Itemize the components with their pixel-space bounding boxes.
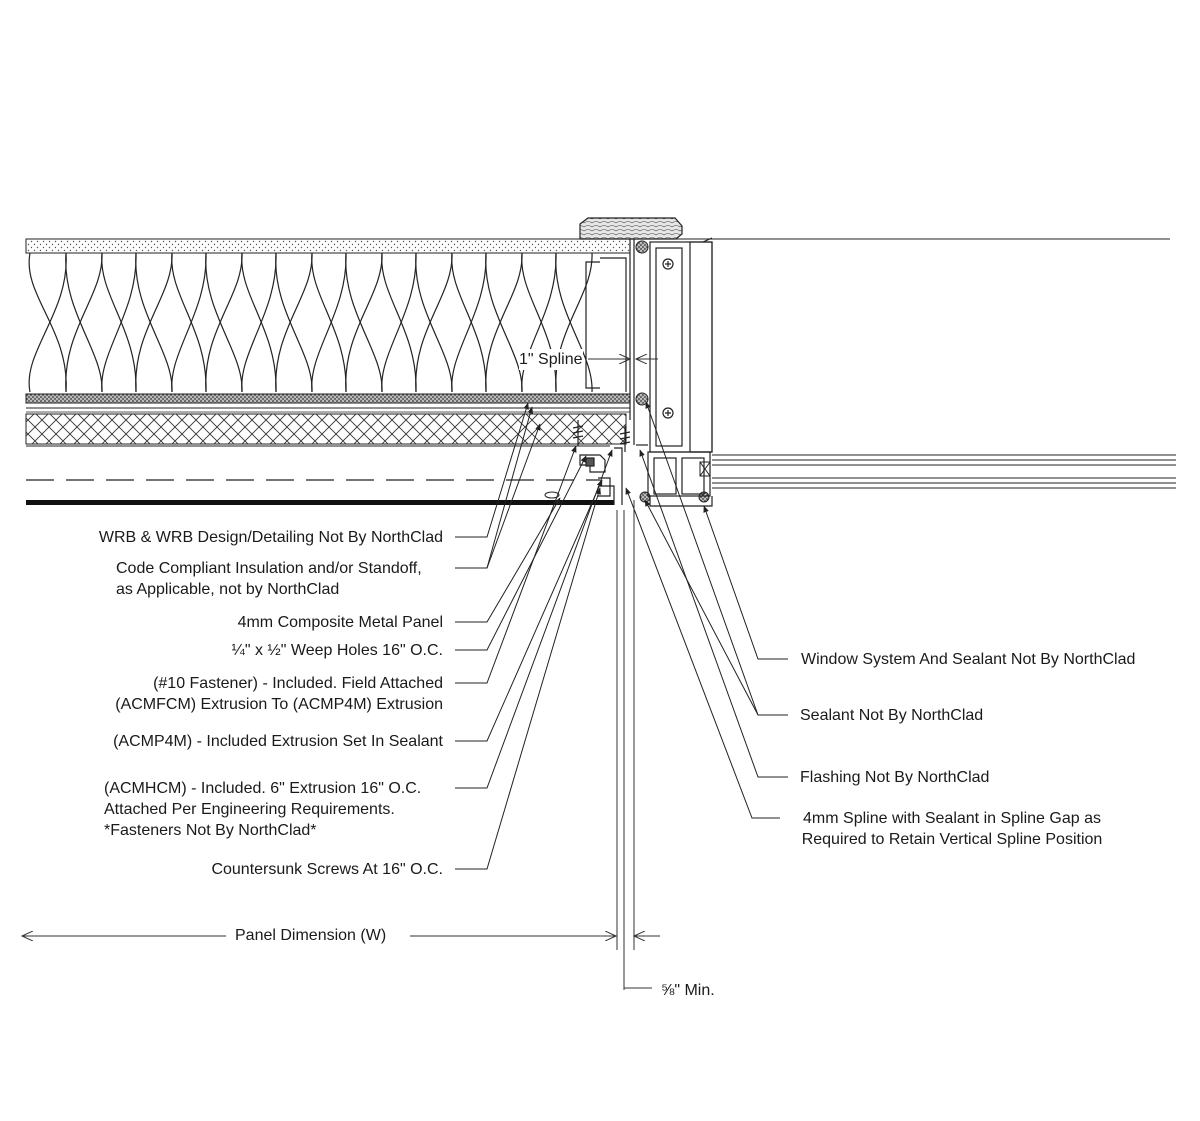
insulation-label: Code Compliant Insulation and/or Standof… [116,558,422,600]
wood-blocking [579,217,683,240]
weep-holes-label: ¼" x ½" Weep Holes 16" O.C. [231,640,443,661]
sealant-label: Sealant Not By NorthClad [800,707,984,724]
exterior-insulation [25,413,627,445]
glazing-unit [699,454,1176,489]
batt-insulation [28,252,593,393]
flashing-label: Flashing Not By NorthClad [800,769,990,786]
window-system-label: Window System And Sealant Not By NorthCl… [801,651,1136,668]
acmp4m-label: (ACMP4M) - Included Extrusion Set In Sea… [113,733,443,750]
min-rest: " Min. [674,982,715,999]
min-label: ⅝" Min. [661,980,715,1001]
fastener-label: (#10 Fastener) - Included. Field Attache… [115,673,443,715]
spline-label: 1" Spline [519,349,583,370]
panel-dimension-label: Panel Dimension (W) [235,927,387,944]
spline-4mm-line-2: Required to Retain Vertical Spline Posit… [801,831,1103,848]
fastener-icons [572,420,631,452]
composite-metal-panel [26,491,614,505]
min-fraction: ⅝ [661,982,675,999]
fastener-label-line-1: (#10 Fastener) - Included. Field Attache… [153,675,443,692]
weep-rest: " Weep Holes 16" O.C. [280,642,443,659]
acmhcm-label-line-3: *Fasteners Not By NorthClad* [104,822,317,839]
wrb-label: WRB & WRB Design/Detailing Not By NorthC… [98,529,443,546]
sealant-beads [635,240,710,503]
insulation-label-line-1: Code Compliant Insulation and/or Standof… [116,560,422,577]
acmhcm-label-line-1: (ACMHCM) - Included. 6" Extrusion 16" O.… [104,780,422,797]
right-leaders [625,401,788,819]
acmhcm-label-line-2: Attached Per Engineering Requirements. [104,801,395,818]
stud-channel [585,239,635,445]
weep-times: " x [244,642,268,659]
spline-4mm-label: 4mm Spline with Sealant in Spline Gap as… [784,808,1120,850]
wrb-layer [25,393,631,413]
spline-4mm-line-1: 4mm Spline with Sealant in Spline Gap as [803,810,1101,827]
air-gap [26,445,610,481]
left-leaders [455,402,613,870]
weep-fraction-b: ½ [267,642,281,659]
panel-label: 4mm Composite Metal Panel [237,614,443,631]
sheathing-layer [25,238,631,254]
window-frame [636,237,1170,507]
acmhcm-label: (ACMHCM) - Included. 6" Extrusion 16" O.… [104,778,421,841]
weep-fraction-a: ¼ [231,642,245,659]
panel-dimension [22,500,660,990]
fastener-label-line-2: (ACMFCM) Extrusion To (ACMP4M) Extrusion [115,696,443,713]
panel-extrusions [579,447,623,505]
insulation-label-line-2: as Applicable, not by NorthClad [116,581,340,598]
screws-label: Countersunk Screws At 16" O.C. [211,861,443,878]
